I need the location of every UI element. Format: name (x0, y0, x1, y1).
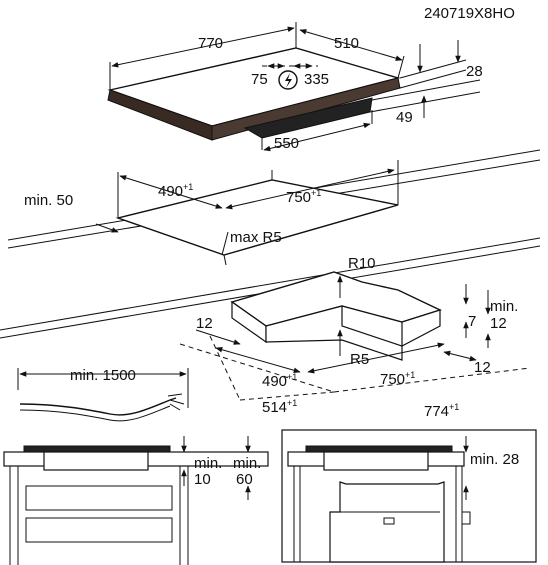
hob-drawing: 770 510 28 49 550 75 335 (107, 22, 483, 152)
cable-length: min. 1500 (70, 367, 136, 384)
power-cable (19, 397, 177, 416)
frame-min-label: min. (490, 298, 518, 315)
socket-offset-a: 75 (251, 71, 268, 88)
cable-drawing: min. 1500 (17, 367, 189, 422)
hob-box-left (43, 451, 149, 471)
hob-depth-label: 510 (334, 35, 359, 52)
hob-box-right (323, 451, 429, 471)
hob-inset-right (305, 445, 453, 453)
drawer-2 (25, 517, 173, 543)
worktop-block-end (401, 309, 441, 347)
cutout-width: 750+1 (286, 188, 321, 206)
cutout-min-edge: min. 50 (24, 192, 73, 209)
cutout-radius: max R5 (230, 229, 282, 246)
frame-outer-depth: 514+1 (262, 398, 297, 416)
frame-outer-width: 774+1 (424, 402, 459, 420)
frame-depth-small: 7 (468, 313, 476, 330)
hob-frame-label: 28 (466, 63, 483, 80)
frame-depth: 490+1 (262, 372, 297, 390)
frame-rebate: 12 (196, 315, 213, 332)
gap-b-label: min. (233, 455, 261, 472)
oven-gap: min. 28 (470, 451, 519, 468)
frame-width: 750+1 (380, 370, 415, 388)
lightning-icon (285, 73, 292, 88)
gap-b-value: 60 (236, 471, 253, 488)
hob-width-label: 770 (198, 35, 223, 52)
hob-inset-left (23, 445, 171, 453)
frame-radius-inner: R5 (350, 351, 369, 368)
cutout-depth: 490+1 (158, 182, 193, 200)
hob-box-depth-label: 550 (274, 135, 299, 152)
install-right-drawing: min. 28 (281, 429, 537, 563)
frame-radius-outer: R10 (348, 255, 376, 272)
gap-a-value: 10 (194, 471, 211, 488)
frame-cutout-drawing: R10 R5 12 7 min. 12 12 490+1 750+1 514+1… (179, 255, 531, 420)
frame-min-value: 12 (490, 315, 507, 332)
install-left-drawing: min. 10 min. 60 (3, 436, 269, 565)
socket-offset-b: 335 (304, 71, 329, 88)
document-code: 240719X8HO (424, 5, 515, 22)
drawer-1 (25, 485, 173, 511)
frame-edge: 12 (474, 359, 491, 376)
worktop-cutout-drawing: min. 50 490+1 750+1 max R5 (0, 149, 541, 339)
hob-height-label: 49 (396, 109, 413, 126)
gap-a-label: min. (194, 455, 222, 472)
